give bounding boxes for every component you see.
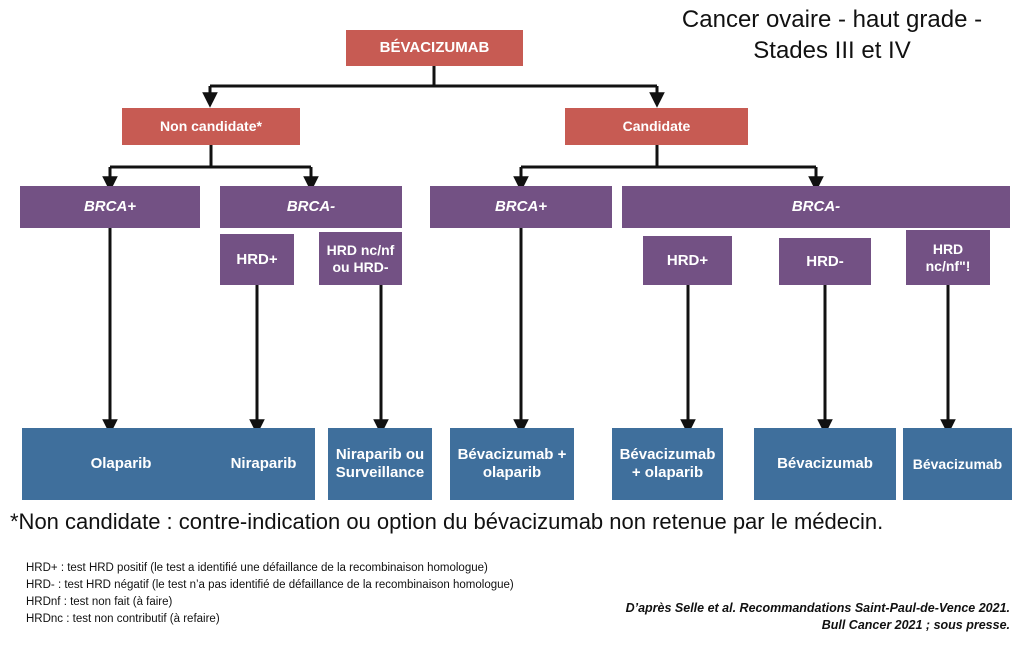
node-label: BRCA+ [494,198,548,215]
outcome-bevacizumab-hrd-minus[interactable]: Bévacizumab [754,428,896,500]
node-candidate[interactable]: Candidate [565,108,748,145]
legend-item: HRDnf : test non fait (à faire) [26,596,173,608]
node-label: Candidate [622,118,691,135]
node-label: BRCA+ [83,198,137,215]
node-label: HRD nc/nf ou HRD- [326,241,395,275]
legend-item: HRDnc : test non contributif (à refaire) [26,613,220,625]
node-non-candidate[interactable]: Non candidate* [122,108,300,145]
node-brca-plus-non-candidate[interactable]: BRCA+ [20,186,200,228]
node-hrd-plus-candidate[interactable]: HRD+ [643,236,732,285]
node-label: HRD- [806,252,844,270]
node-hrd-minus-candidate[interactable]: HRD- [779,238,871,285]
citation-line-1: D’après Selle et al. Recommandations Sai… [625,601,1010,615]
outcome-bevacizumab-olaparib-hrd-plus[interactable]: Bévacizumab + olaparib [612,428,723,500]
node-label: Olaparib [90,455,152,472]
node-label: Bévacizumab [777,455,873,472]
source-citation: D’après Selle et al. Recommandations Sai… [626,600,1010,634]
node-label: Niraparib ou Surveillance [335,446,425,481]
legend-item: HRD- : test HRD négatif (le test n’a pas… [26,579,514,591]
node-label: BRCA- [791,198,841,215]
outcome-bevacizumab-hrd-ncnf[interactable]: Bévacizumab [903,428,1012,500]
node-brca-minus-non-candidate[interactable]: BRCA- [220,186,402,228]
node-hrd-ncnf-candidate[interactable]: HRD nc/nf"! [906,230,990,285]
node-label: BÉVACIZUMAB [379,39,490,56]
legend-item: HRD+ : test HRD positif (le test a ident… [26,562,488,574]
node-label: HRD nc/nf"! [925,240,971,274]
outcome-niraparib-or-surveillance[interactable]: Niraparib ou Surveillance [328,428,432,500]
node-label: BRCA- [286,198,336,215]
outcome-olaparib[interactable]: Olaparib [22,428,220,500]
footnote-non-candidate: *Non candidate : contre-indication ou op… [10,509,884,534]
legend-hrd-definitions: HRD+ : test HRD positif (le test a ident… [26,560,514,628]
node-brca-minus-candidate[interactable]: BRCA- [622,186,1010,228]
node-label: Bévacizumab + olaparib [457,446,567,481]
outcome-niraparib[interactable]: Niraparib [212,428,315,500]
node-label: Bévacizumab + olaparib [619,446,716,481]
node-label: Niraparib [230,455,297,472]
node-label: HRD+ [236,250,278,268]
title-line-1: Cancer ovaire - haut grade - [681,6,983,33]
title-line-2: Stades III et IV [753,37,911,64]
node-label: HRD+ [666,251,709,269]
outcome-bevacizumab-olaparib-brca-plus[interactable]: Bévacizumab + olaparib [450,428,574,500]
node-hrd-plus-non-candidate[interactable]: HRD+ [220,234,294,285]
node-bevacizumab-root[interactable]: BÉVACIZUMAB [346,30,523,66]
citation-line-2: Bull Cancer 2021 ; sous presse. [821,618,1010,632]
node-label: Non candidate* [160,118,262,135]
node-hrd-ncnf-or-minus[interactable]: HRD nc/nf ou HRD- [319,232,402,285]
page-title: Cancer ovaire - haut grade - Stades III … [650,4,1014,66]
node-label: Bévacizumab [912,455,1003,472]
node-brca-plus-candidate[interactable]: BRCA+ [430,186,612,228]
